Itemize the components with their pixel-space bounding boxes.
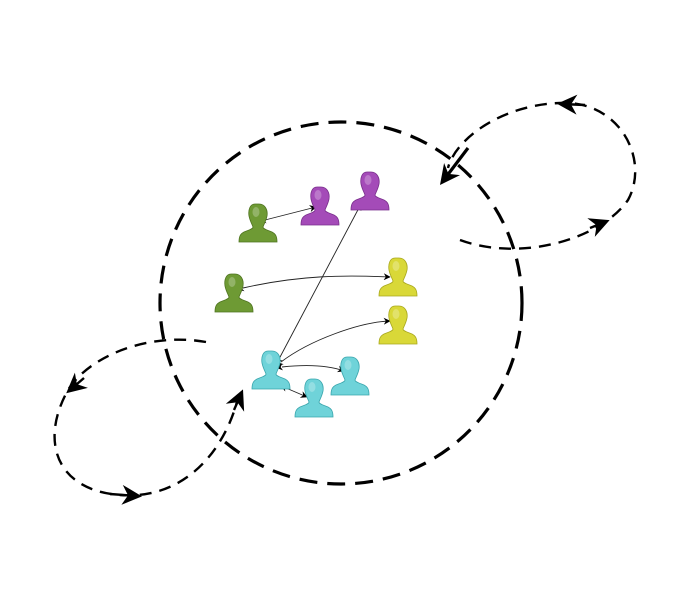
- person-icon-green-1: [238, 203, 278, 243]
- person-icon-cyan-1: [251, 350, 291, 390]
- upper-right-arrow-1: [587, 218, 610, 237]
- lower-left-arrow-3: [225, 389, 245, 412]
- person-icon-yellow-2: [378, 305, 418, 345]
- connections: [236, 203, 391, 398]
- person-silhouette: [238, 203, 278, 243]
- person-icon-yellow-1: [378, 257, 418, 297]
- person-icon-green-2: [214, 273, 254, 313]
- upper-right-cycle: [446, 101, 637, 250]
- person-highlight: [265, 354, 273, 364]
- people: [214, 171, 418, 418]
- main-cycle: [158, 120, 524, 486]
- connection-cyan1-purple2: [276, 203, 362, 365]
- upper-right-arrow-2: [557, 94, 586, 115]
- person-silhouette: [378, 305, 418, 345]
- person-icon-cyan-2: [330, 356, 370, 396]
- person-silhouette: [214, 273, 254, 313]
- person-silhouette: [330, 356, 370, 396]
- person-icon-cyan-3: [294, 378, 334, 418]
- person-highlight: [314, 190, 322, 200]
- person-highlight: [252, 207, 260, 217]
- connection-cyan1-cyan3: [280, 385, 308, 398]
- connection-cyan1-yellow2: [275, 317, 391, 366]
- person-silhouette: [350, 171, 390, 211]
- lower-left-arrow-1: [66, 372, 88, 394]
- lower-left-arrow-2: [109, 484, 142, 505]
- person-silhouette: [300, 186, 340, 226]
- connection-cyan1-cyan2: [275, 363, 345, 373]
- person-icon-purple-2: [350, 171, 390, 211]
- person-highlight: [344, 360, 352, 370]
- person-highlight: [308, 382, 316, 392]
- person-highlight: [392, 309, 400, 319]
- person-icon-purple-1: [300, 186, 340, 226]
- person-silhouette: [294, 378, 334, 418]
- lower-left-cycle: [53, 338, 240, 497]
- person-silhouette: [378, 257, 418, 297]
- person-silhouette: [251, 350, 291, 390]
- connection-green2-yellow1: [236, 273, 391, 292]
- person-highlight: [364, 175, 372, 185]
- main-cycle-arrow: [439, 147, 470, 185]
- person-highlight: [228, 277, 236, 287]
- person-highlight: [392, 261, 400, 271]
